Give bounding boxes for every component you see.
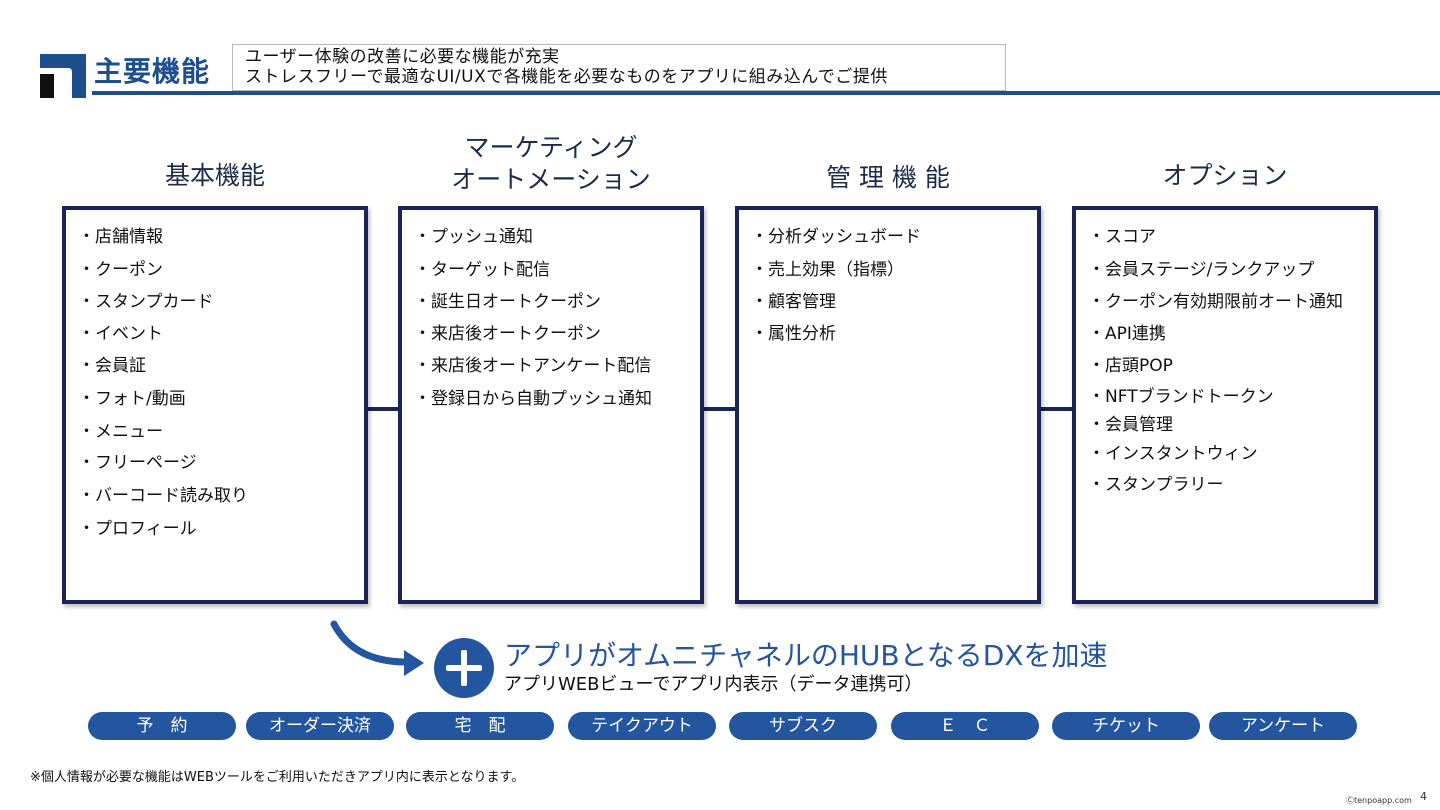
list-item: ・クーポン有効期限前オート通知 bbox=[1088, 292, 1343, 312]
pill-reservation: 予 約 bbox=[88, 712, 236, 740]
column-heading-basic: 基本機能 bbox=[62, 160, 368, 192]
list-item: ・誕生日オートクーポン bbox=[414, 292, 601, 312]
list-item: ・フォト/動画 bbox=[78, 389, 186, 409]
pill-takeout: テイクアウト bbox=[568, 712, 716, 740]
list-item: ・クーポン bbox=[78, 260, 163, 280]
column-heading-marketing: マーケティング オートメーション bbox=[398, 132, 704, 196]
pill-delivery: 宅 配 bbox=[406, 712, 554, 740]
subtitle-line-1: ユーザー体験の改善に必要な機能が充実 bbox=[245, 47, 560, 67]
pill-survey: アンケート bbox=[1209, 712, 1357, 740]
list-item: ・来店後オートクーポン bbox=[414, 324, 601, 344]
column-box-options: ・スコア ・会員ステージ/ランクアップ ・クーポン有効期限前オート通知 ・API… bbox=[1072, 206, 1378, 604]
copyright: Ⓒtenpoapp.com bbox=[1346, 796, 1412, 805]
list-item: ・スタンプラリー bbox=[1088, 475, 1224, 495]
list-item: ・会員管理 bbox=[1088, 415, 1173, 435]
list-item: ・NFTブランドトークン bbox=[1088, 387, 1274, 407]
page-title: 主要機能 bbox=[94, 55, 211, 88]
pill-subscription: サブスク bbox=[729, 712, 877, 740]
list-item: ・バーコード読み取り bbox=[78, 486, 248, 506]
subtitle-box: ユーザー体験の改善に必要な機能が充実 ストレスフリーで最適なUI/UXで各機能を… bbox=[232, 44, 1006, 91]
list-item: ・属性分析 bbox=[751, 324, 836, 344]
list-item: ・売上効果（指標） bbox=[751, 260, 904, 280]
column-box-marketing: ・プッシュ通知 ・ターゲット配信 ・誕生日オートクーポン ・来店後オートクーポン… bbox=[398, 206, 704, 604]
hub-subtitle: アプリWEBビューでアプリ内表示（データ連携可） bbox=[504, 674, 923, 695]
list-item: ・店舗情報 bbox=[78, 227, 163, 247]
list-item: ・メニュー bbox=[78, 422, 163, 442]
list-item: ・会員ステージ/ランクアップ bbox=[1088, 260, 1315, 280]
column-heading-options: オプション bbox=[1072, 160, 1378, 192]
list-item: ・イベント bbox=[78, 324, 163, 344]
list-item: ・ターゲット配信 bbox=[414, 260, 550, 280]
list-item: ・スコア bbox=[1088, 227, 1156, 247]
connector-line bbox=[368, 407, 398, 411]
column-heading-line: オートメーション bbox=[451, 165, 651, 194]
list-item: ・インスタントウィン bbox=[1088, 444, 1258, 464]
pill-ec: Ｅ Ｃ bbox=[891, 712, 1039, 740]
column-heading-line: マーケティング bbox=[464, 133, 638, 162]
list-item: ・プロフィール bbox=[78, 519, 197, 539]
list-item: ・登録日から自動プッシュ通知 bbox=[414, 389, 652, 409]
column-heading-line: オプション bbox=[1162, 161, 1288, 190]
footnote: ※個人情報が必要な機能はWEBツールをご利用いただきアプリ内に表示となります。 bbox=[30, 770, 525, 785]
column-heading-management: 管 理 機 能 bbox=[735, 162, 1041, 194]
page-number: 4 bbox=[1420, 790, 1427, 803]
list-item: ・顧客管理 bbox=[751, 292, 836, 312]
hub-title: アプリがオムニチャネルのHUBとなるDXを加速 bbox=[504, 639, 1108, 672]
curved-arrow-icon bbox=[330, 620, 424, 676]
plus-icon bbox=[434, 638, 494, 698]
list-item: ・分析ダッシュボード bbox=[751, 227, 921, 247]
list-item: ・会員証 bbox=[78, 356, 146, 376]
list-item: ・API連携 bbox=[1088, 324, 1166, 344]
header-divider bbox=[92, 91, 1440, 95]
list-item: ・スタンプカード bbox=[78, 292, 214, 312]
subtitle-line-2: ストレスフリーで最適なUI/UXで各機能を必要なものをアプリに組み込んでご提供 bbox=[245, 67, 888, 87]
connector-line bbox=[704, 407, 735, 411]
column-heading-line: 基本機能 bbox=[164, 161, 265, 190]
pill-order-payment: オーダー決済 bbox=[246, 712, 394, 740]
list-item: ・プッシュ通知 bbox=[414, 227, 533, 247]
list-item: ・店頭POP bbox=[1088, 356, 1173, 376]
column-heading-line: 管 理 機 能 bbox=[826, 163, 950, 192]
column-box-basic: ・店舗情報 ・クーポン ・スタンプカード ・イベント ・会員証 ・フォト/動画 … bbox=[62, 206, 368, 604]
list-item: ・来店後オートアンケート配信 bbox=[414, 356, 652, 376]
list-item: ・フリーページ bbox=[78, 453, 197, 473]
logo-icon bbox=[40, 54, 86, 98]
column-box-management: ・分析ダッシュボード ・売上効果（指標） ・顧客管理 ・属性分析 bbox=[735, 206, 1041, 604]
connector-line bbox=[1041, 407, 1072, 411]
pill-ticket: チケット bbox=[1052, 712, 1200, 740]
